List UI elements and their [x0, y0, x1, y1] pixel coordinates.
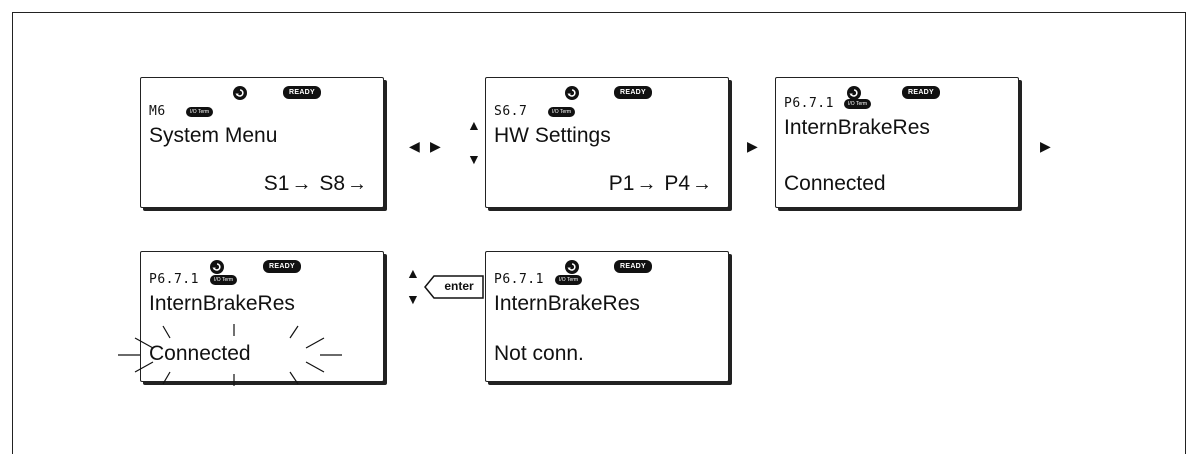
rotate-icon	[847, 86, 861, 100]
enter-button[interactable]: enter	[444, 279, 474, 293]
keypad-display-edit-blinking: READY P6.7.1 I/O Term InternBrakeRes Con…	[140, 251, 384, 382]
parameter-name: InternBrakeRes	[149, 292, 295, 315]
parameter-code: P6.7.1	[149, 272, 199, 287]
parameter-code: P6.7.1	[494, 272, 544, 287]
keypad-display-new-value: READY P6.7.1 I/O Term InternBrakeRes Not…	[485, 251, 729, 382]
arrow-right-icon: ▶	[747, 138, 758, 154]
parameter-range: P1→ P4→	[608, 172, 712, 195]
io-term-badge: I/O Term	[186, 107, 214, 117]
arrow-left-icon: ◀	[409, 138, 420, 154]
keypad-display-system-menu: READY M6 I/O Term System Menu S1→ S8→	[140, 77, 384, 208]
parameter-value: Connected	[784, 172, 886, 195]
parameter-name: InternBrakeRes	[784, 116, 930, 139]
rotate-icon	[233, 86, 247, 100]
rotate-icon	[565, 260, 579, 274]
keypad-display-parameter: READY P6.7.1 I/O Term InternBrakeRes Con…	[775, 77, 1019, 208]
ready-badge: READY	[283, 86, 322, 99]
enter-key-outline	[424, 275, 484, 299]
io-term-badge: I/O Term	[548, 107, 576, 117]
menu-title: HW Settings	[494, 124, 611, 147]
arrow-up-icon: ▲	[467, 117, 481, 133]
rotate-icon	[565, 86, 579, 100]
io-term-badge: I/O Term	[555, 275, 583, 285]
ready-badge: READY	[614, 260, 653, 273]
ready-badge: READY	[263, 260, 302, 273]
arrow-up-icon: ▲	[406, 265, 420, 281]
menu-title: System Menu	[149, 124, 278, 147]
ready-badge: READY	[614, 86, 653, 99]
arrow-down-icon: ▼	[467, 151, 481, 167]
submenu-range: S1→ S8→	[263, 172, 367, 195]
blink-rays-icon	[118, 324, 342, 386]
ready-badge: READY	[902, 86, 941, 99]
arrow-right-icon: ▶	[430, 138, 441, 154]
menu-code: M6	[149, 104, 166, 119]
rotate-icon	[210, 260, 224, 274]
arrow-down-icon: ▼	[406, 291, 420, 307]
parameter-value: Not conn.	[494, 342, 584, 365]
arrow-right-icon: ▶	[1040, 138, 1051, 154]
menu-code: S6.7	[494, 104, 528, 119]
parameter-value-blinking: Connected	[149, 342, 251, 365]
io-term-badge: I/O Term	[210, 275, 238, 285]
keypad-display-hw-settings: READY S6.7 I/O Term HW Settings P1→ P4→	[485, 77, 729, 208]
parameter-code: P6.7.1	[784, 96, 834, 111]
io-term-badge: I/O Term	[844, 99, 872, 109]
parameter-name: InternBrakeRes	[494, 292, 640, 315]
